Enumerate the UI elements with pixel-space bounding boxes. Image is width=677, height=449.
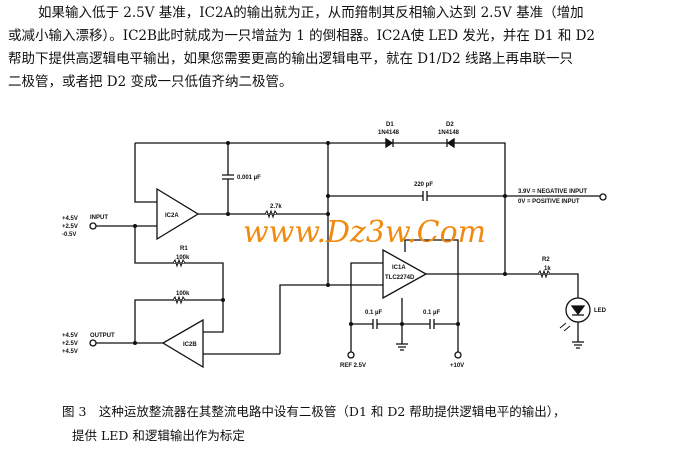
r-100k-label: 100k [176, 291, 190, 297]
c-220-label: 220 pF [414, 182, 433, 188]
junction-dots [133, 141, 507, 345]
input-level: +4.5V [62, 216, 78, 222]
output-level: +2.5V [62, 341, 78, 347]
logic-pos-label: 0V = POSITIVE INPUT [518, 199, 580, 205]
led-label: LED [594, 308, 607, 314]
watermark: www.Dz3w.Com [243, 215, 486, 250]
ic1a-label: IC1A [392, 265, 406, 271]
opamp-ic1a [382, 248, 428, 300]
diagram-labels: INPUT +4.5V +2.5V -0.5V OUTPUT +4.5V +2.… [62, 122, 607, 369]
capacitor-icons [222, 174, 435, 330]
logic-neg-label: 3.9V = NEGATIVE INPUT [518, 189, 587, 195]
diode-icons [385, 137, 455, 149]
c-01b-label: 0.1 µF [423, 310, 440, 316]
caption-line: 提供 LED 和逻辑输出作为标定 [72, 428, 245, 443]
body-paragraph: 如果输入低于 2.5V 基准，IC2A的输出就为正，从而箝制其反相输入达到 2.… [8, 2, 672, 94]
ref-label: REF 2.5V [340, 363, 366, 369]
resistor-icons [172, 209, 551, 305]
c1-label: 0.001 µF [237, 175, 261, 181]
r-27k-label: 2.7k [270, 204, 282, 210]
paragraph-line: 二极管，或者把 D2 变成一只低值齐纳二极管。 [8, 74, 293, 90]
r1-value: 100k [176, 255, 190, 261]
d1-name: D1 [386, 122, 394, 128]
input-label: INPUT [90, 215, 108, 221]
ic2b-label: IC2B [183, 342, 197, 348]
r2-value: 1k [544, 266, 551, 272]
output-level: +4.5V [62, 333, 78, 339]
d1-part: 1N4148 [378, 130, 400, 136]
paragraph-line: 或减小输入漂移）。IC2B此时就成为一只增益为 1 的倒相器。IC2A使 LED… [8, 28, 596, 44]
figure-caption: 图 3 这种运放整流器在其整流电路中设有二极管（D1 和 D2 帮助提供逻辑电平… [62, 400, 566, 448]
supply-label: +10V [450, 363, 464, 369]
output-label: OUTPUT [90, 333, 115, 339]
paragraph-line: 如果输入低于 2.5V 基准，IC2A的输出就为正，从而箝制其反相输入达到 2.… [38, 5, 584, 21]
r1-name: R1 [180, 246, 188, 252]
ic2a-label: IC2A [165, 213, 179, 219]
d2-name: D2 [446, 122, 454, 128]
r2-name: R2 [542, 257, 550, 263]
c-01a-label: 0.1 µF [365, 310, 382, 316]
ic1a-part: TLC2274D [385, 275, 415, 281]
input-level: -0.5V [62, 232, 76, 238]
terminals [89, 193, 607, 359]
wires [96, 142, 600, 355]
caption-line: 图 3 这种运放整流器在其整流电路中设有二极管（D1 和 D2 帮助提供逻辑电平… [62, 404, 566, 419]
paragraph-line: 帮助下提供高逻辑电平输出，如果您需要更高的输出逻辑电平，就在 D1/D2 线路上… [8, 51, 573, 67]
opamp-ic2a [156, 187, 200, 241]
output-level: +4.5V [62, 349, 78, 355]
opamp-ic2b [161, 318, 204, 369]
ground-icons [396, 341, 584, 351]
led-icon [559, 297, 591, 332]
d2-part: 1N4148 [438, 130, 460, 136]
input-level: +2.5V [62, 224, 78, 230]
